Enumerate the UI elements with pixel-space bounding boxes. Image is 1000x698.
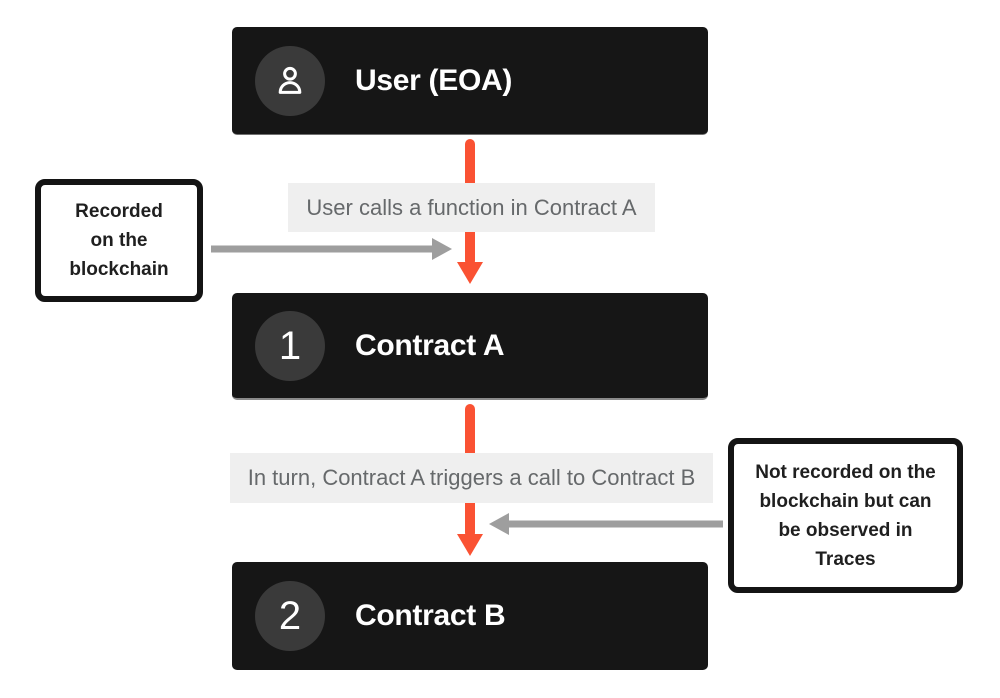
note-line: blockchain <box>69 259 169 280</box>
arrow-down-head <box>457 262 483 284</box>
user-avatar <box>255 45 325 116</box>
contract-b-label: Contract B <box>355 599 506 632</box>
user-eoa-node: User (EOA) <box>232 27 708 135</box>
note-line: Traces <box>815 548 876 570</box>
contract-a-label: Contract A <box>355 328 505 362</box>
edge-label-contract-call: In turn, Contract A triggers a call to C… <box>230 453 713 503</box>
contract-b-badge: 2 <box>255 581 325 651</box>
user-eoa-label: User (EOA) <box>355 63 513 97</box>
note-not-recorded-traces: Not recorded on the blockchain but can b… <box>728 438 963 593</box>
arrow-right-head <box>432 238 452 260</box>
note-line: on the <box>90 230 148 251</box>
user-icon <box>278 66 302 94</box>
contract-a-badge: 1 <box>255 310 325 381</box>
arrow-down-head <box>457 534 483 556</box>
step-number: 1 <box>278 323 302 368</box>
gray-arrow-recorded-pointer <box>211 238 452 260</box>
contract-b-node: 2 Contract B <box>232 562 708 670</box>
contract-a-node: 1 Contract A <box>232 293 708 400</box>
step-number: 2 <box>278 594 302 638</box>
note-line: Not recorded on the <box>755 461 936 483</box>
edge-label-user-call: User calls a function in Contract A <box>288 183 655 232</box>
arrow-shaft <box>211 245 434 253</box>
note-line: Recorded <box>75 201 163 222</box>
note-line: blockchain but can <box>759 490 932 512</box>
arrow-shaft <box>507 520 723 528</box>
note-recorded-on-blockchain: Recorded on the blockchain <box>35 179 203 302</box>
note-line: be observed in <box>778 519 913 541</box>
gray-arrow-traces-pointer <box>489 513 723 535</box>
arrow-left-head <box>489 513 509 535</box>
